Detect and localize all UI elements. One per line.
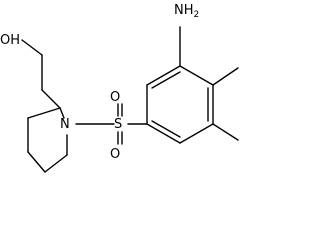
bond-ring-c2-n xyxy=(59,107,65,119)
bond-ring-c2-c3 xyxy=(27,107,61,119)
oxygen-top-label: O xyxy=(110,90,120,105)
bond-ring-c5-c6 xyxy=(44,154,68,173)
bond-ar-inner-a xyxy=(151,71,181,89)
bond-ar-5-6 xyxy=(179,123,214,144)
nitrogen-label: N xyxy=(60,117,70,132)
structure-diagram: OH NH2 N S O O xyxy=(0,3,239,173)
amino-label: NH2 xyxy=(174,3,199,20)
bond-ar-6-1 xyxy=(146,123,181,144)
bond-ar-2-3 xyxy=(146,65,181,86)
bond-c2-ring xyxy=(41,89,61,109)
bond-ar-3-4 xyxy=(179,65,214,86)
bond-ar-inner-c xyxy=(151,120,181,138)
hydroxyl-label: OH xyxy=(0,33,20,48)
bond-o-c1 xyxy=(21,39,43,56)
sulfur-label: S xyxy=(114,117,122,132)
bond-ar-methyl-bottom xyxy=(212,123,239,141)
bond-ar-methyl-top xyxy=(212,67,239,86)
oxygen-bottom-label: O xyxy=(110,147,120,162)
bond-ring-c4-c5 xyxy=(27,151,46,173)
